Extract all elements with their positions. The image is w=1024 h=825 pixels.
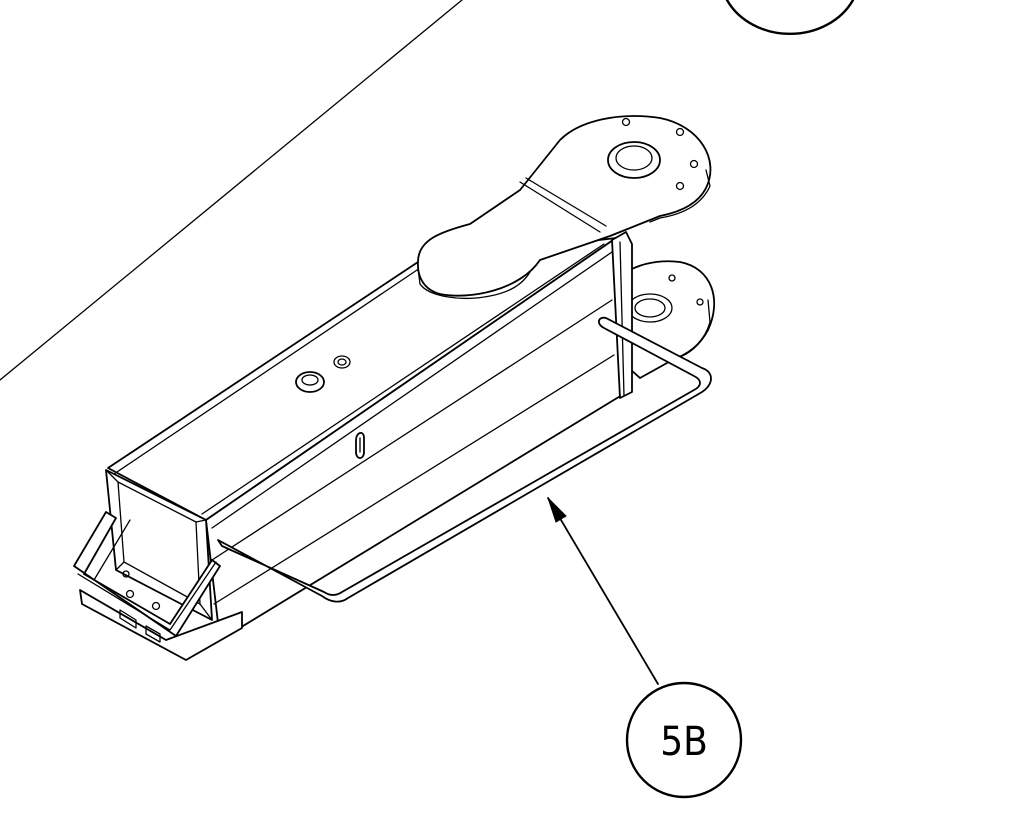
callout-5b: 5B <box>547 497 743 799</box>
adjacent-part-edge <box>0 0 463 381</box>
mounting-bracket <box>73 511 243 661</box>
side-slot <box>355 432 365 459</box>
balloon-circle <box>625 681 743 799</box>
wire-handle <box>217 316 712 603</box>
tube-body <box>105 237 623 641</box>
partial-balloon <box>725 0 855 35</box>
vertical-pin <box>611 231 633 399</box>
tube-top-holes <box>295 355 351 393</box>
leader-arrowhead <box>547 497 567 523</box>
upper-pivot-plate <box>417 115 712 299</box>
lower-pivot-plate <box>611 260 716 379</box>
balloon-label: 5B <box>660 719 708 765</box>
leader-line <box>547 497 659 685</box>
